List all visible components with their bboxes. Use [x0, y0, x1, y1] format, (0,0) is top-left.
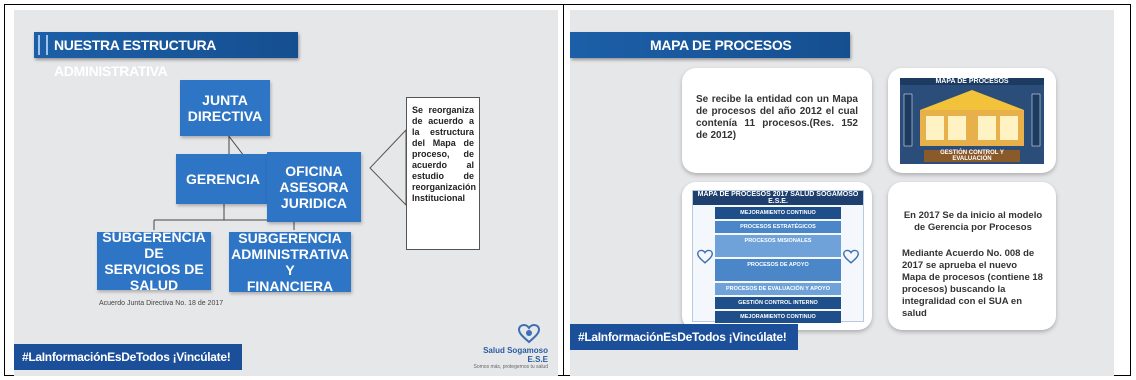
slide-title-bar: MAPA DE PROCESOS	[570, 32, 850, 58]
heart-icon	[697, 249, 713, 264]
new-map-row: PROCESOS ESTRATÉGICOS	[715, 221, 841, 233]
old-map-house-icon	[903, 90, 1041, 147]
footnote: Acuerdo Junta Directiva No. 18 de 2017	[99, 300, 224, 307]
slide-process-map: MAPA DE PROCESOS Se recibe la entidad co…	[570, 10, 1114, 376]
page-frame	[4, 4, 1131, 376]
new-map-row: GESTIÓN CONTROL INTERNO	[715, 297, 841, 309]
old-map-title: MAPA DE PROCESOS	[900, 78, 1044, 85]
new-map-title: MAPA DE PROCESOS 2017 SALUD SOGAMOSO E.S…	[693, 191, 863, 205]
card-2017-map: En 2017 Se da inicio al modelo de Gerenc…	[888, 182, 1056, 330]
callout-arrow	[369, 128, 407, 207]
box-gerencia: GERENCIA	[176, 154, 270, 204]
new-map-row: MEJORAMIENTO CONTINUO	[715, 311, 841, 323]
hashtag-bar: #LaInformaciónEsDeTodos ¡Vincúlate!	[570, 324, 799, 350]
logo-text: Salud Sogamoso E.S.E	[483, 346, 548, 364]
column-divider	[563, 4, 564, 376]
reorganization-note: Se reorganiza de acuerdo a la estructura…	[406, 97, 480, 250]
new-map-row: PROCESOS MISIONALES	[715, 235, 841, 257]
hashtag-bar: #LaInformaciónEsDeTodos ¡Vincúlate!	[14, 344, 243, 370]
slide-title-bar: NUESTRA ESTRUCTURA ADMINISTRATIVA	[34, 32, 298, 79]
slide-title: NUESTRA ESTRUCTURA ADMINISTRATIVA	[54, 37, 216, 79]
box-junta-directiva: JUNTA DIRECTIVA	[180, 80, 270, 136]
heart-logo-icon	[518, 324, 540, 344]
card-new-map-diagram: MAPA DE PROCESOS 2017 SALUD SOGAMOSO E.S…	[682, 182, 872, 330]
card-2017-text: Mediante Acuerdo No. 008 de 2017 se apru…	[902, 248, 1043, 319]
new-map-row: PROCESOS DE EVALUACIÓN Y APOYO	[715, 283, 841, 295]
old-map-figure: MAPA DE PROCESOS GESTIÓN CONTROL Y EVALU…	[900, 78, 1044, 164]
new-map-row: PROCESOS DE APOYO	[715, 259, 841, 281]
box-oficina-asesora-juridica: OFICINA ASESORA JURIDICA	[267, 152, 361, 222]
card-old-map-image: MAPA DE PROCESOS GESTIÓN CONTROL Y EVALU…	[888, 68, 1056, 173]
new-map-row: MEJORAMIENTO CONTINUO	[715, 207, 841, 219]
card-2017-intro: En 2017 Se da inicio al modelo de Gerenc…	[903, 210, 1043, 233]
title-bar-decoration	[38, 35, 48, 55]
heart-icon	[843, 249, 859, 264]
card-2012-map: Se recibe la entidad con un Mapa de proc…	[682, 68, 872, 173]
old-map-footer: GESTIÓN CONTROL Y EVALUACIÓN	[924, 150, 1020, 162]
box-subgerencia-servicios: SUBGERENCIA DE SERVICIOS DE SALUD	[97, 229, 211, 293]
new-map-figure: MAPA DE PROCESOS 2017 SALUD SOGAMOSO E.S…	[692, 190, 864, 325]
logo: Salud Sogamoso E.S.E Somos más, protegem…	[468, 324, 548, 370]
slide-structure: NUESTRA ESTRUCTURA ADMINISTRATIVA JUNTA …	[14, 10, 558, 376]
box-subgerencia-administrativa: SUBGERENCIA ADMINISTRATIVA Y FINANCIERA	[229, 230, 351, 294]
slide-title: MAPA DE PROCESOS	[650, 37, 792, 53]
logo-tagline: Somos más, protegemos tu salud	[473, 364, 548, 370]
new-map-rows: MEJORAMIENTO CONTINUO PROCESOS ESTRATÉGIC…	[715, 205, 841, 325]
card-2012-text: Se recibe la entidad con un Mapa de proc…	[696, 94, 858, 141]
